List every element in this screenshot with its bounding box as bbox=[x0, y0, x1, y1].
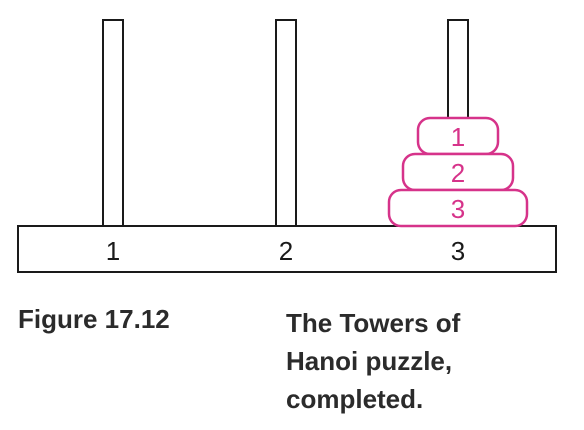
peg-label-3: 3 bbox=[451, 236, 465, 266]
disk-label-3: 3 bbox=[451, 194, 465, 224]
disk-label-1: 1 bbox=[451, 122, 465, 152]
peg-3 bbox=[447, 19, 469, 121]
figure-label: Figure 17.12 bbox=[18, 304, 170, 334]
peg-1 bbox=[102, 19, 124, 227]
towers-of-hanoi-diagram: 1 2 3 1 2 3 bbox=[17, 19, 557, 273]
peg-label-1: 1 bbox=[106, 236, 120, 266]
peg-2 bbox=[275, 19, 297, 227]
disk-3 bbox=[387, 188, 529, 228]
peg-label-2: 2 bbox=[279, 236, 293, 266]
disk-label-2: 2 bbox=[451, 158, 465, 188]
figure-caption: The Towers of Hanoi puzzle, completed. bbox=[286, 308, 461, 414]
base bbox=[17, 225, 557, 273]
